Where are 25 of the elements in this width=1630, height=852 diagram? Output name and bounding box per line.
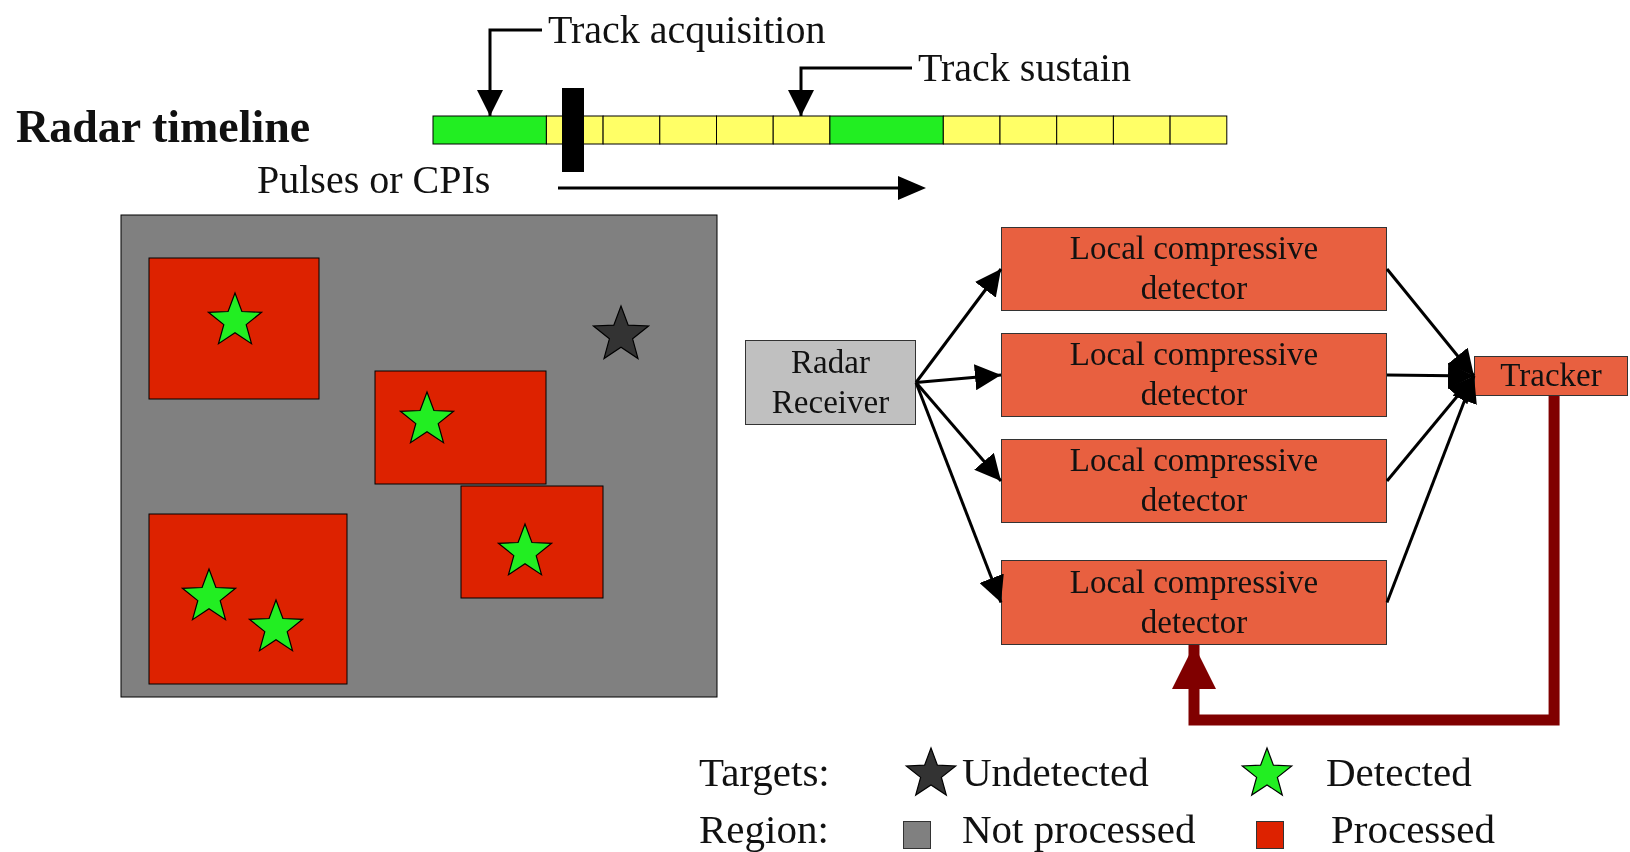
arrow: [1385, 375, 1477, 604]
legend-title: Region:: [699, 805, 829, 852]
arrow: [1172, 396, 1560, 726]
arrow: [914, 268, 1003, 384]
axis-label: Pulses or CPIs: [257, 156, 491, 203]
arrow: [1385, 268, 1476, 377]
process-box: Local compressive detector: [1001, 560, 1387, 645]
arrow: [1387, 362, 1474, 389]
legend-label: Not processed: [962, 805, 1196, 852]
process-box: Local compressive detector: [1001, 227, 1387, 311]
legend-title: Targets:: [699, 748, 830, 796]
arrow: [914, 381, 1004, 604]
callout-text: Track sustain: [918, 44, 1198, 92]
process-box: Local compressive detector: [1001, 439, 1387, 523]
arrow: [915, 364, 1002, 391]
legend-label: Detected: [1326, 748, 1472, 796]
process-box: Local compressive detector: [1001, 333, 1387, 417]
callout-text: Track acquisition: [548, 6, 898, 54]
process-box: Tracker: [1474, 356, 1628, 396]
leader-line: [477, 28, 542, 116]
process-box: Radar Receiver: [745, 340, 916, 425]
heading: Radar timeline: [16, 100, 311, 153]
legend-label: Undetected: [962, 748, 1149, 796]
legend-label: Processed: [1331, 805, 1495, 852]
leader-line: [788, 66, 912, 116]
